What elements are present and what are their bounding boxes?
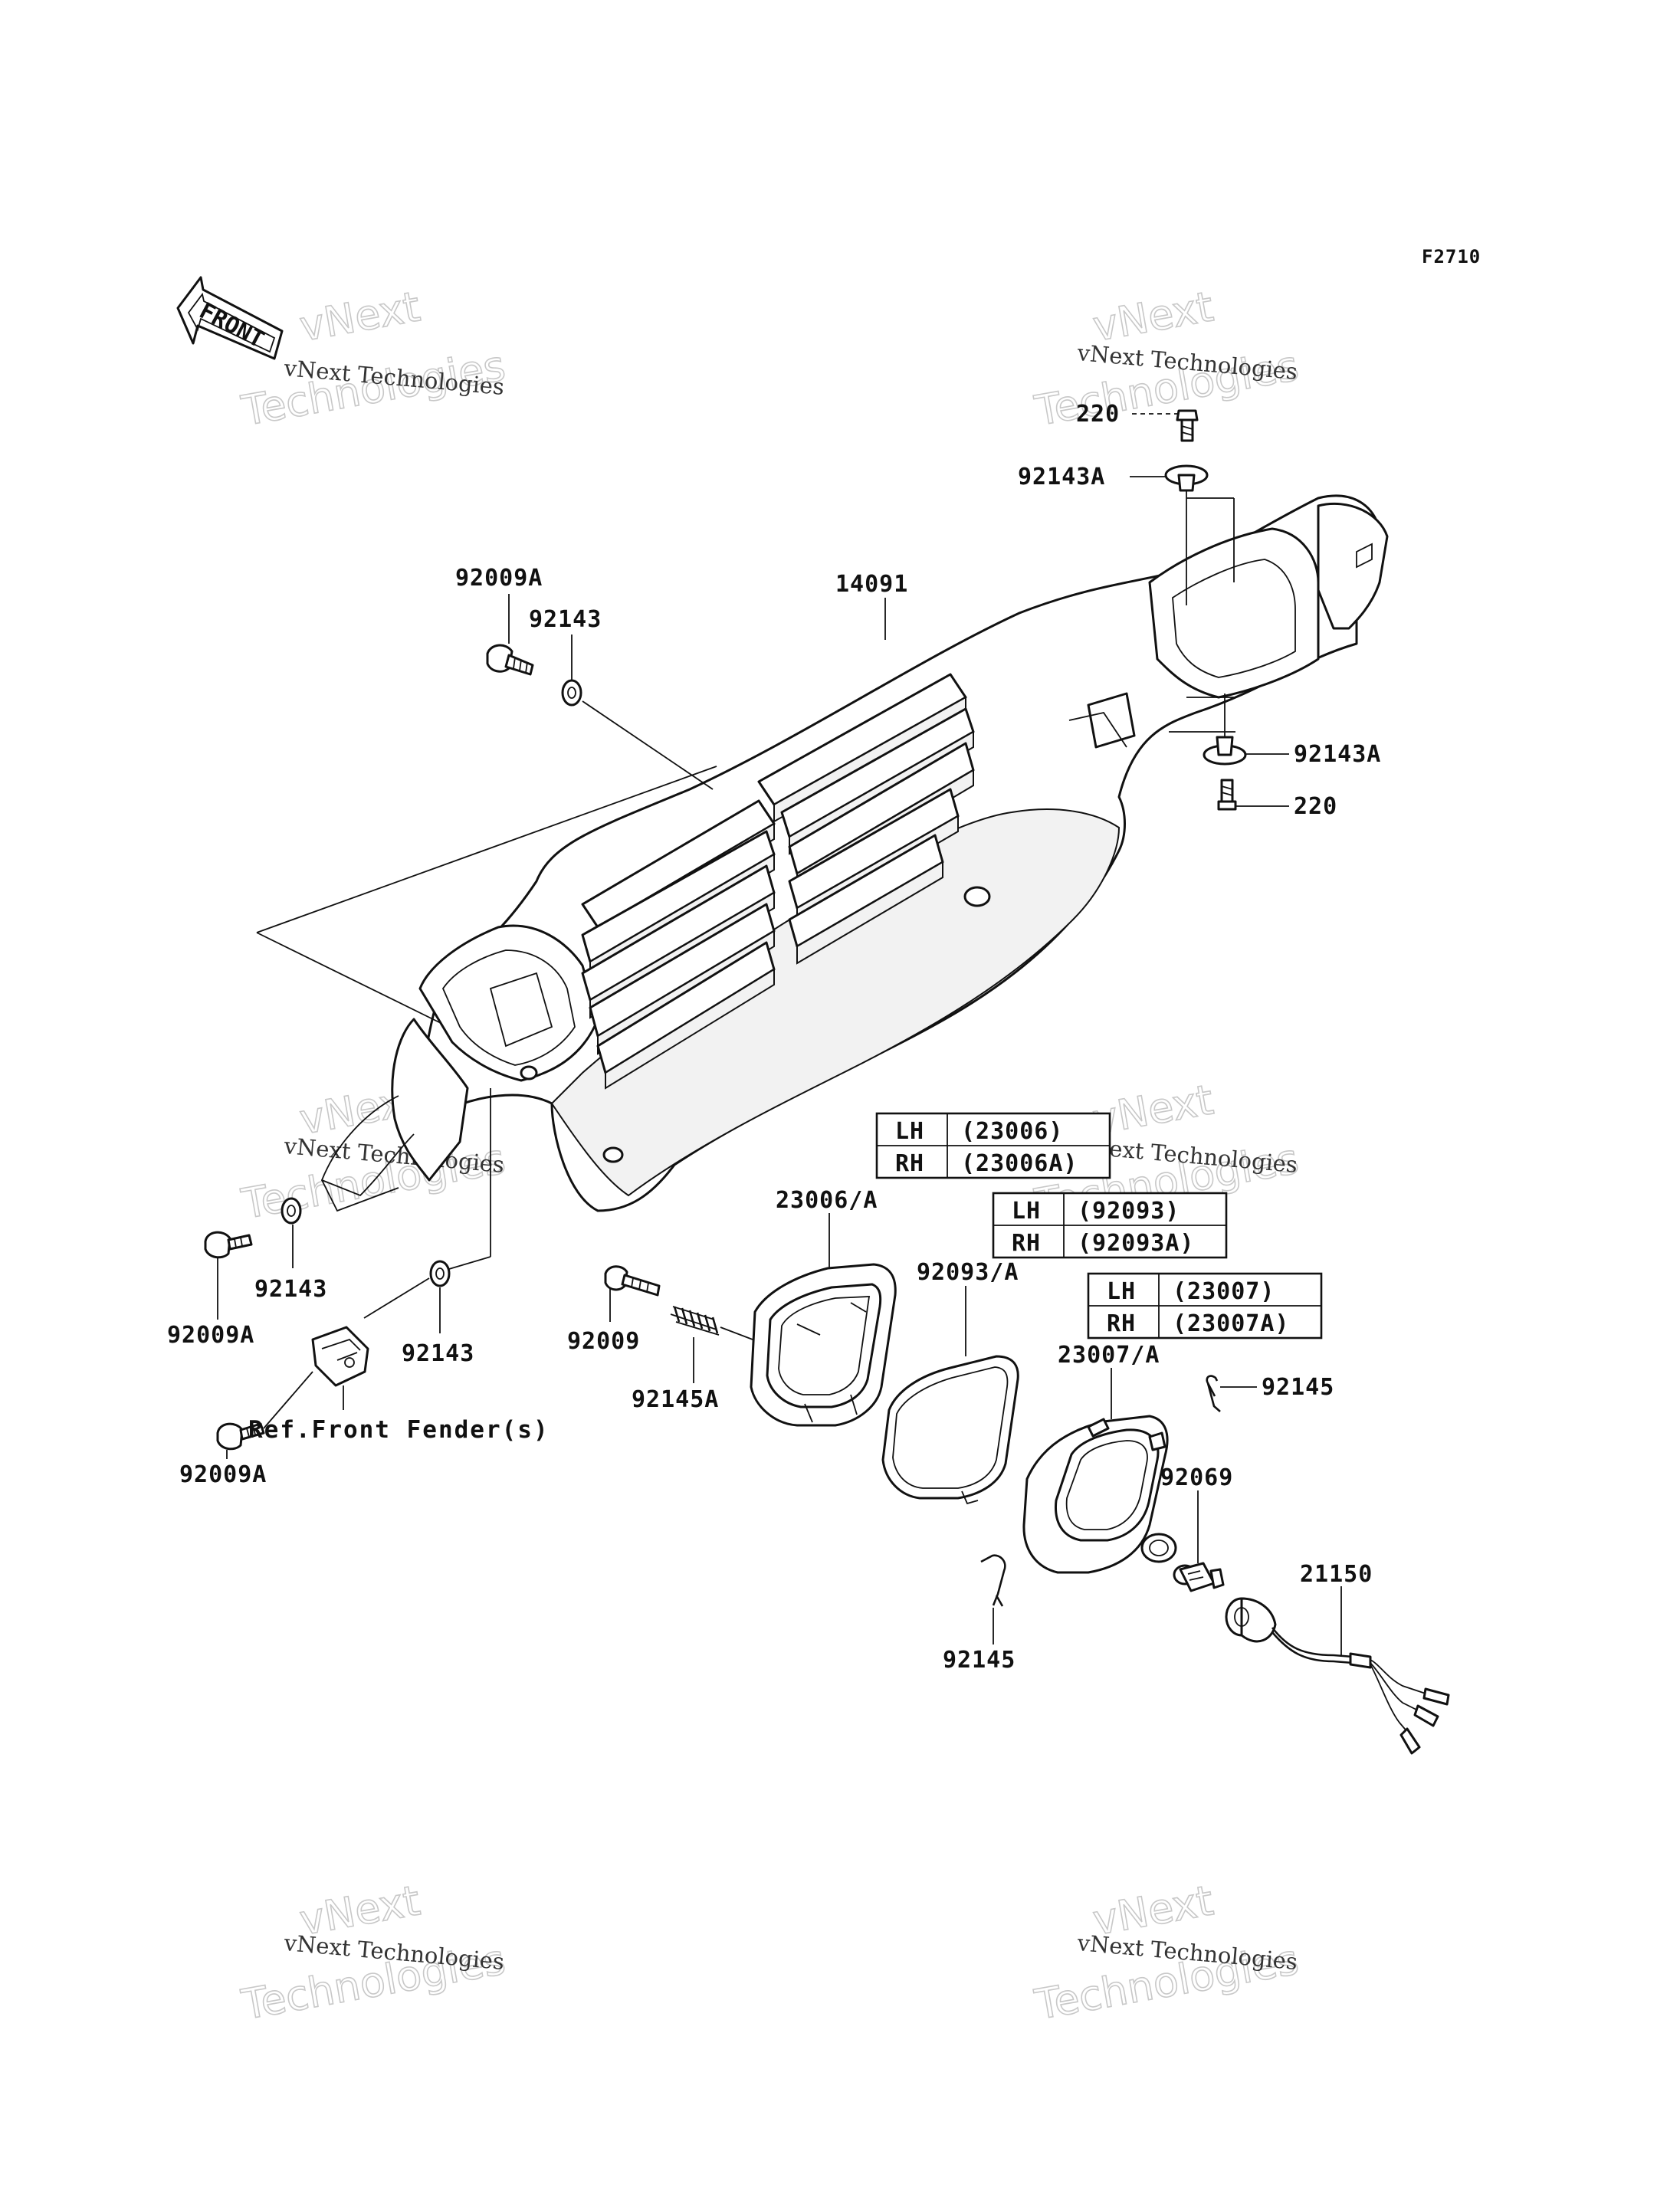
label-23007A: 23007/A — [1058, 1342, 1160, 1369]
bulb-92069 — [1173, 1562, 1225, 1592]
table-part-lh: (23006) — [961, 1118, 1063, 1145]
table-side-lh: LH — [895, 1118, 924, 1145]
label-92143-top: 92143 — [529, 606, 602, 633]
watermark-top-right: vNext Technologies vNext Technologies — [1031, 282, 1303, 436]
socket-harness-21150 — [1225, 1597, 1450, 1755]
table-side-lh: LH — [1107, 1278, 1136, 1305]
label-ref-front-fender: Ref.Front Fender(s) — [248, 1416, 550, 1444]
spring-92145A — [670, 1306, 720, 1336]
bracket-front-fender — [311, 1326, 369, 1387]
label-92143-mid: 92143 — [254, 1276, 327, 1303]
bolt-92009A-mid — [204, 1231, 253, 1259]
side-table-23007: LH (23007) RH (23007A) — [1087, 1272, 1323, 1340]
louver-left — [581, 799, 776, 1090]
table-side-rh: RH — [1107, 1310, 1136, 1337]
watermark-bottom-right: vNext Technologies vNext Technologies — [1031, 1876, 1303, 2030]
washer-92143A-right — [1203, 736, 1247, 766]
screw-220-right — [1217, 779, 1237, 811]
label-92009: 92009 — [567, 1328, 640, 1355]
table-part-lh: (92093) — [1078, 1198, 1180, 1225]
label-92145A: 92145A — [632, 1386, 719, 1413]
table-part-rh: (23006A) — [961, 1150, 1078, 1177]
table-side-rh: RH — [895, 1150, 924, 1177]
table-side-lh: LH — [1012, 1198, 1041, 1225]
side-table-92093: LH (92093) RH (92093A) — [992, 1192, 1228, 1259]
washer-92143-top — [561, 679, 582, 707]
bolt-92009 — [604, 1265, 661, 1297]
table-side-rh: RH — [1012, 1230, 1041, 1257]
label-92093A: 92093/A — [917, 1259, 1019, 1286]
washer-92143-mid — [281, 1197, 302, 1225]
label-92143-low: 92143 — [402, 1340, 474, 1367]
label-92143A-right: 92143A — [1294, 741, 1381, 768]
leader-lines — [217, 413, 1342, 1655]
label-92009A-bottom: 92009A — [179, 1461, 267, 1488]
label-220-right: 220 — [1294, 793, 1337, 820]
label-92145-right: 92145 — [1262, 1374, 1334, 1401]
washer-92143A-top — [1164, 464, 1209, 492]
label-92143A-top: 92143A — [1018, 464, 1105, 490]
label-21150: 21150 — [1300, 1561, 1373, 1588]
washer-92143-low — [429, 1260, 451, 1287]
bolt-92009A-top — [486, 644, 534, 676]
figure-code: F2710 — [1422, 246, 1481, 267]
table-part-rh: (92093A) — [1078, 1230, 1195, 1257]
headlight-rim-23006 — [750, 1263, 897, 1427]
label-220-top: 220 — [1076, 401, 1120, 428]
label-92009A-top: 92009A — [455, 565, 543, 592]
watermark-top-left: vNext Technologies vNext Technologies — [238, 282, 510, 436]
seal-92093 — [881, 1355, 1019, 1505]
part-labels: 220 92143A 14091 92009A 92143 92143A 220… — [167, 401, 1381, 1674]
table-part-rh: (23007A) — [1173, 1310, 1290, 1337]
label-92145-bottom: 92145 — [943, 1647, 1016, 1674]
screw-220-top — [1176, 409, 1199, 442]
headlight-housing-14091 — [320, 494, 1389, 1212]
label-92009A-mid: 92009A — [167, 1322, 254, 1349]
label-23006A: 23006/A — [776, 1187, 878, 1214]
side-table-23006: LH (23006) RH (23006A) — [875, 1112, 1111, 1179]
bolt-92009A-bottom — [216, 1422, 265, 1451]
watermark-bottom-left: vNext Technologies vNext Technologies — [238, 1876, 510, 2030]
front-arrow-icon: FRONT — [176, 276, 284, 360]
watermark-line1: vNext — [1089, 282, 1216, 350]
louver-right — [757, 673, 975, 965]
watermark-line1: vNext — [296, 282, 423, 350]
label-14091: 14091 — [835, 571, 908, 598]
table-part-lh: (23007) — [1173, 1278, 1275, 1305]
headlight-unit-23007 — [1022, 1415, 1177, 1574]
label-92069: 92069 — [1160, 1464, 1233, 1491]
clip-92145-right — [1206, 1375, 1221, 1412]
clip-92145-bottom — [980, 1554, 1006, 1607]
